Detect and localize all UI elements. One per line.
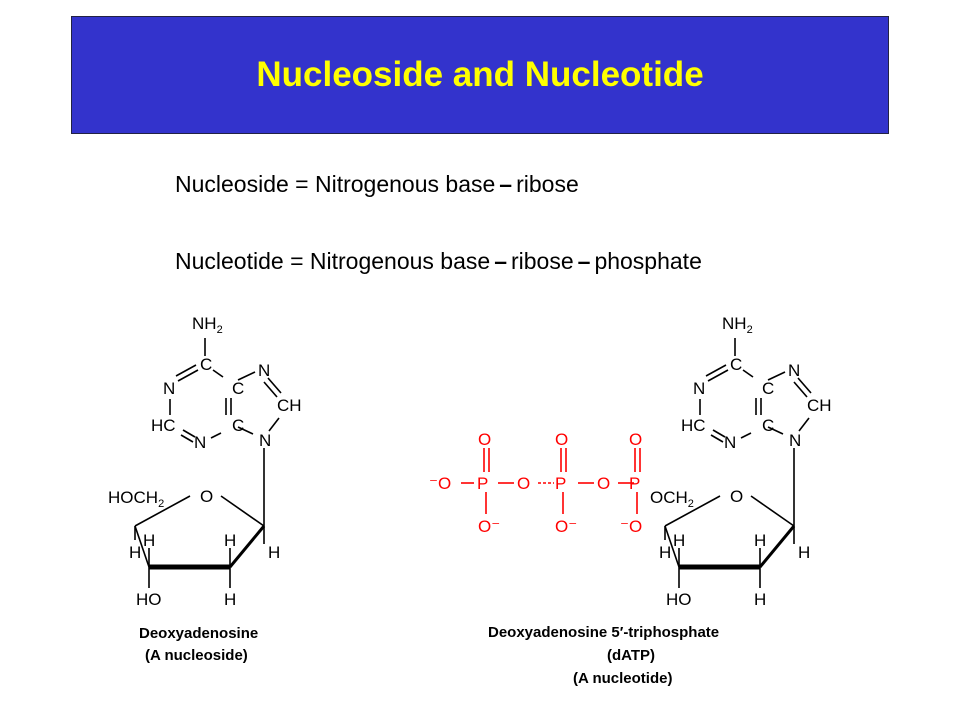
datp-structure: NH2 C N C N CH HC C N N O H H H H HO H O… xyxy=(650,314,832,609)
hydroxyl-c3: HO xyxy=(136,590,162,609)
phosphate-1-anion: O⁻ xyxy=(478,517,500,536)
hydroxymethyl-label: HOCH2 xyxy=(108,488,164,510)
hydrogen-c4: H xyxy=(129,543,141,562)
phosphate-1-oxo: O xyxy=(478,430,491,449)
atom-c4-right: C xyxy=(762,416,774,435)
phosphate-2-oxo: O xyxy=(555,430,568,449)
hydrogen-c2-bottom-right: H xyxy=(754,590,766,609)
hydrogen-c3-top-right: H xyxy=(673,531,685,550)
hydrogen-c2-top: H xyxy=(224,531,236,550)
nucleoside-lhs: Nucleoside = xyxy=(175,171,309,197)
hydrogen-c2-top-right: H xyxy=(754,531,766,550)
atom-c6-right: C xyxy=(730,355,742,374)
atom-n1-right: N xyxy=(693,379,705,398)
nucleotide-bond-2: – xyxy=(577,248,591,274)
triphosphate-chain: O O O ⁻O P O P O P O⁻ O⁻ ⁻O xyxy=(429,430,642,536)
phosphate-3-anion: ⁻O xyxy=(620,517,642,536)
page-title: Nucleoside and Nucleotide xyxy=(256,55,704,94)
atom-c2: HC xyxy=(151,416,176,435)
atom-n7: N xyxy=(258,361,270,380)
nucleotide-bond-1: – xyxy=(494,248,507,274)
phosphate-2-anion: O⁻ xyxy=(555,517,577,536)
nucleoside-equation: Nucleoside = Nitrogenous base–ribose xyxy=(175,171,579,198)
och2-label: OCH2 xyxy=(650,488,694,510)
atom-c8: CH xyxy=(277,396,302,415)
atom-c4: C xyxy=(232,416,244,435)
right-caption-name: Deoxyadenosine 5′-triphosphate xyxy=(488,624,719,641)
atom-n3: N xyxy=(194,433,206,452)
atom-n7-right: N xyxy=(788,361,800,380)
nucleoside-sugar: ribose xyxy=(516,171,579,197)
right-caption-abbrev: (dATP) xyxy=(607,647,655,664)
bridge-oxygen-1: O xyxy=(517,474,530,493)
left-caption-type: (A nucleoside) xyxy=(145,647,248,664)
hydroxyl-c3-right: HO xyxy=(666,590,692,609)
deoxyadenosine-structure: NH2 C N C N CH HC C N N O HOCH2 H H H H … xyxy=(108,314,302,664)
hydrogen-c1: H xyxy=(268,543,280,562)
hydrogen-c3-top: H xyxy=(143,531,155,550)
atom-n3-right: N xyxy=(724,433,736,452)
atom-c8-right: CH xyxy=(807,396,832,415)
atom-c5-right: C xyxy=(762,379,774,398)
nucleotide-base: Nitrogenous base xyxy=(309,248,491,274)
phosphate-3-oxo: O xyxy=(629,430,642,449)
nucleotide-lhs: Nucleotide = xyxy=(175,248,304,274)
hydrogen-c4-right: H xyxy=(659,543,671,562)
title-banner: Nucleoside and Nucleotide xyxy=(71,16,889,134)
nucleoside-base: Nitrogenous base xyxy=(315,171,496,197)
atom-n9-right: N xyxy=(789,431,801,450)
atom-c2-right: HC xyxy=(681,416,706,435)
left-caption-name: Deoxyadenosine xyxy=(139,625,258,642)
amine-label: NH2 xyxy=(192,314,223,336)
hydrogen-c1-right: H xyxy=(798,543,810,562)
atom-c6: C xyxy=(200,355,212,374)
ring-oxygen-right: O xyxy=(730,487,743,506)
ring-oxygen: O xyxy=(200,487,213,506)
nucleotide-sugar: ribose xyxy=(510,248,574,274)
nucleotide-equation: Nucleotide = Nitrogenous base–ribose–pho… xyxy=(175,248,702,275)
nucleotide-phosphate: phosphate xyxy=(594,248,702,274)
hydrogen-c2-bottom: H xyxy=(224,590,236,609)
bridge-oxygen-2: O xyxy=(597,474,610,493)
nucleoside-bond: – xyxy=(499,171,513,197)
phosphorus-alpha: P xyxy=(629,474,640,493)
atom-n9: N xyxy=(259,431,271,450)
terminal-oxygen: ⁻O xyxy=(429,474,451,493)
phosphorus-gamma: P xyxy=(477,474,488,493)
atom-n1: N xyxy=(163,379,175,398)
phosphorus-beta: P xyxy=(555,474,566,493)
right-caption-type: (A nucleotide) xyxy=(573,670,672,687)
atom-c5: C xyxy=(232,379,244,398)
amine-label-right: NH2 xyxy=(722,314,753,336)
